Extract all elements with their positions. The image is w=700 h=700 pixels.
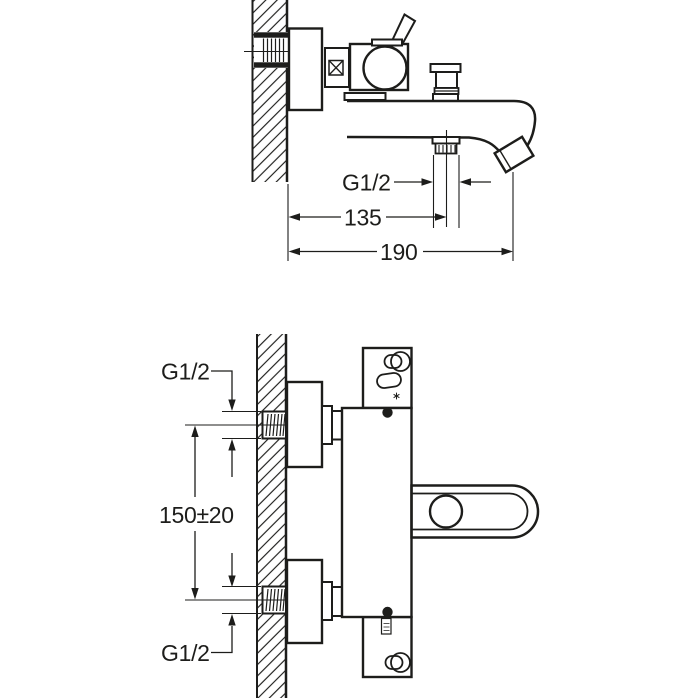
diverter-knob [429,63,462,102]
mixer-body [343,13,417,101]
dimension-g12-top: G1/2 [161,359,236,477]
keyhole-slot-circle [390,351,411,372]
marking-asterisk [393,392,400,400]
wall-inlet-thread [244,32,306,68]
fixing-screw-bottom [382,606,393,618]
dim-label-135: 135 [344,205,381,231]
top-cover-plate [285,380,324,469]
dim-label-g12-bottom: G1/2 [161,640,210,666]
top-connection-stub [321,405,344,445]
handle-knob [428,494,464,529]
top-plate-details [376,351,411,418]
marking-badge [380,617,392,635]
dim-label-g12-top-drawing: G1/2 [342,170,391,196]
bottom-cover-plate [285,558,324,645]
dimension-thread: G1/2 [342,170,491,196]
extension-lines [287,130,514,261]
top-mounting-plate [361,346,413,410]
temperature-handle [410,484,540,539]
dim-label-150-20: 150±20 [159,502,234,528]
mixer-knob [362,45,408,91]
dimension-150-20: 150±20 [159,425,234,600]
dimension-g12-bottom: G1/2 [161,553,236,666]
top-drawing-bath-mixer: G1/2 135 190 [244,0,537,265]
bottom-plate-details [380,606,411,673]
wall-section-bottom [256,334,288,698]
bath-spout [346,99,537,174]
dimension-135: 135 [288,205,447,231]
bottom-connection-stub [321,581,344,621]
dim-label-190: 190 [380,239,417,265]
mounting-slot [376,372,402,389]
keyhole-slot-circle-bottom [390,652,411,673]
wall-section [251,0,289,182]
dimension-190: 190 [288,239,513,265]
bottom-drawing-thermostatic-valve: G1/2 150±20 G1/2 [159,334,540,698]
extension-lines-bottom [185,410,296,615]
wall-bracket [287,27,324,112]
body-base [343,92,387,101]
lever-cap [371,38,403,47]
spout-outlet-nozzle [492,135,536,174]
union-connector [324,47,350,88]
valve-body [340,406,413,619]
dim-label-g12-top: G1/2 [161,359,210,385]
fixing-screw-top [382,407,393,418]
